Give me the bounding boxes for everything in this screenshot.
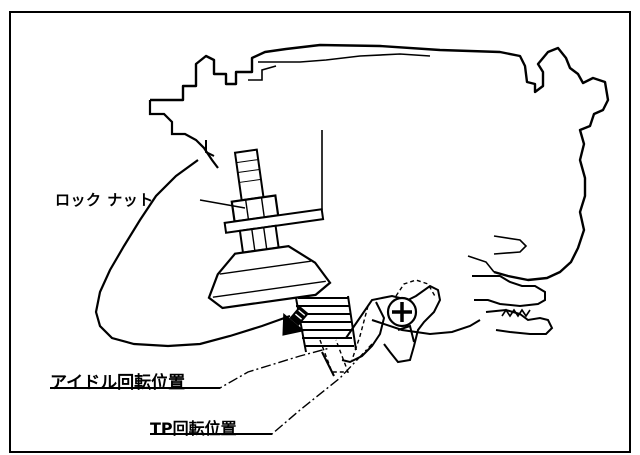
carburetor-body-outline: [150, 43, 610, 282]
idle-position-label: アイドル回転位置: [50, 373, 186, 393]
body-left-flange: [148, 100, 219, 169]
spring-coil: [295, 295, 357, 353]
lock-nut-leader: [199, 199, 246, 209]
downward-arrow-icon: [282, 305, 309, 336]
body-lower-outline: [94, 159, 291, 348]
adjusting-screw-assembly: [207, 148, 332, 310]
adjusting-screw-threads: [501, 308, 531, 318]
tp-position-label: TP回転位置: [150, 419, 237, 438]
right-fitting: [472, 275, 546, 308]
throttle-lever: [341, 284, 442, 364]
diagram-border: [9, 11, 631, 453]
lock-nut-label: ロック ナット: [55, 191, 154, 209]
